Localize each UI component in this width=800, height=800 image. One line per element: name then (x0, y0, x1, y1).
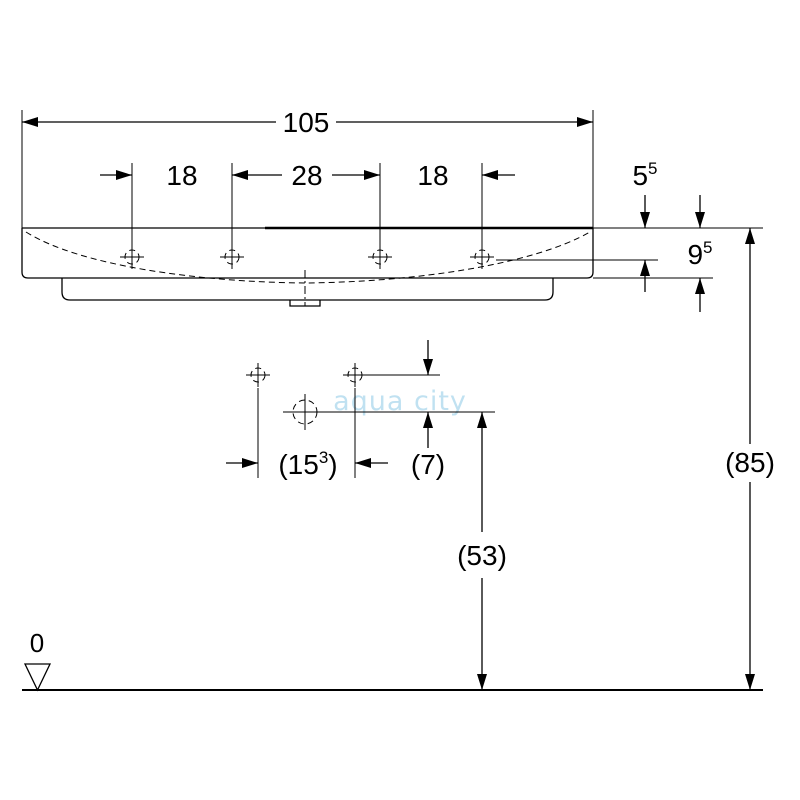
basin-bowl-hidden-line (25, 231, 591, 284)
basin-rim (21, 228, 594, 279)
total-height-dimension: (85) (725, 228, 775, 690)
overall-width-dimension: 105 (21, 107, 594, 228)
hole-spacing-left-label: 18 (166, 160, 197, 191)
rim-height-label: 95 (687, 238, 712, 270)
wall-fixing-hole-left (245, 362, 271, 388)
floor-level-triangle-icon (23, 663, 52, 692)
tap-hole-2 (219, 244, 245, 270)
hole-spacing-dimension: 18 28 18 (100, 160, 515, 248)
overall-width-label: 105 (283, 107, 330, 138)
floor-reference: 0 (22, 628, 763, 692)
total-height-label: (85) (725, 447, 775, 478)
tap-hole-3 (367, 244, 393, 270)
rim-dimensions: 55 95 (496, 159, 763, 312)
outlet-dimensions: (153) (7) (53) (226, 340, 507, 690)
hole-spacing-middle-label: 28 (291, 160, 322, 191)
basin-underside (61, 278, 554, 301)
floor-level-label: 0 (30, 628, 44, 658)
outlet-height-label: (53) (457, 540, 507, 571)
outlet-offset-label: (7) (411, 449, 445, 480)
basin-outline (21, 226, 594, 307)
outlet-spacing-label: (153) (278, 448, 337, 480)
rim-to-hole-label: 55 (632, 159, 657, 191)
hole-spacing-right-label: 18 (417, 160, 448, 191)
